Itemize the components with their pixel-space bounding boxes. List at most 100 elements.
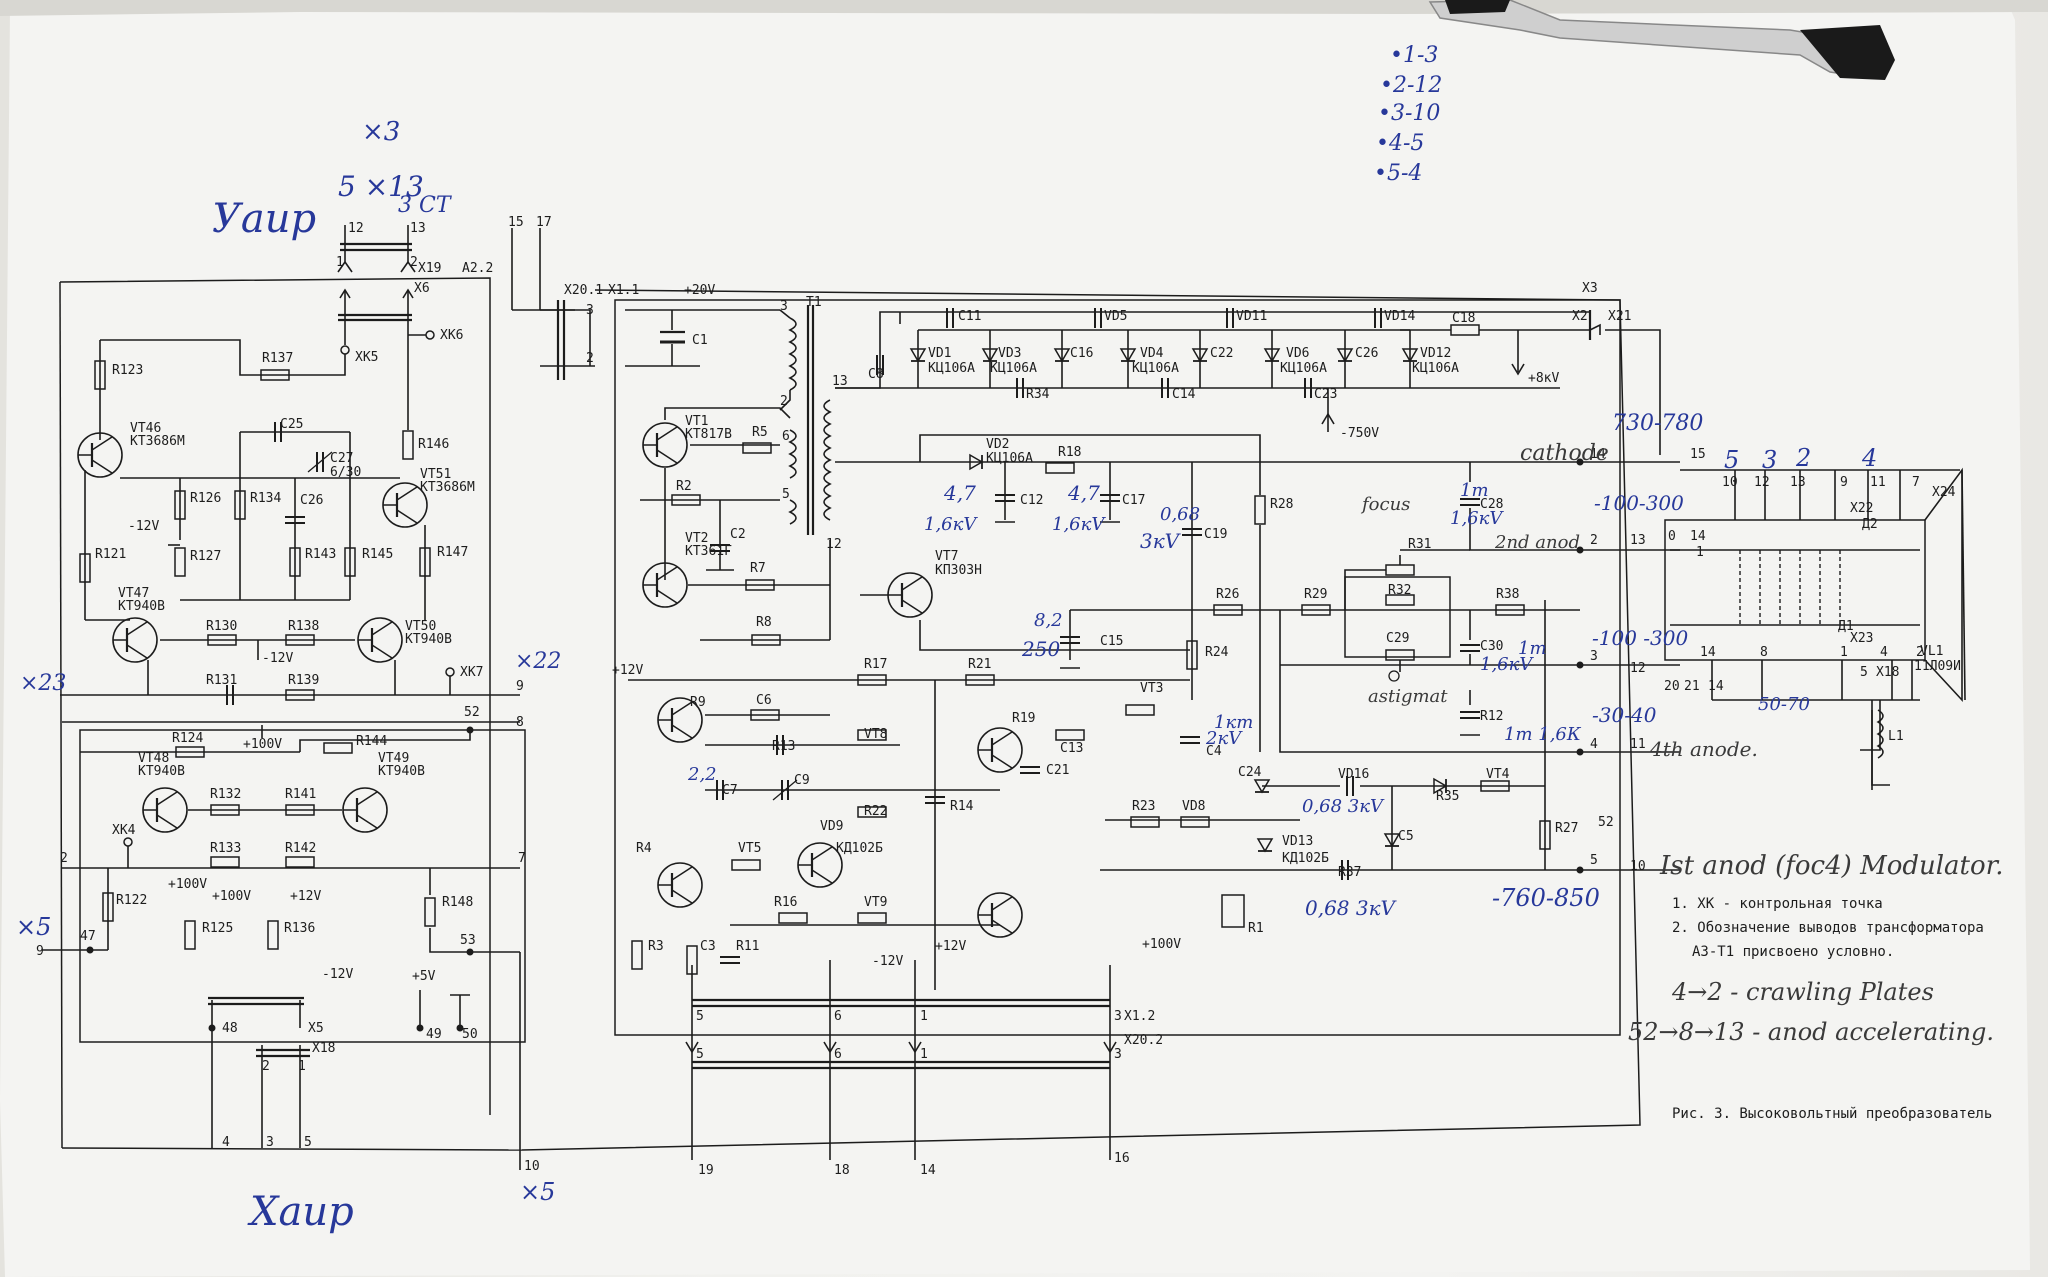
pin-left-48: 48 <box>222 1021 238 1036</box>
label-vd6: C22 <box>1210 346 1233 361</box>
label-r17: R21 <box>968 657 991 672</box>
label-x1-2: X1.2 <box>1124 1009 1155 1024</box>
label-r134: R134 <box>250 491 281 506</box>
pin-x20-15: 15 <box>508 215 524 230</box>
label-vt2: VT2 <box>685 531 708 546</box>
label-c23: C23 <box>1314 387 1337 402</box>
hw-focus: focus <box>1360 494 1410 515</box>
hw-map-3: •3-10 <box>1378 101 1440 126</box>
label-c28: C28 <box>1480 497 1503 512</box>
pin-x202-1: 1 <box>920 1047 928 1062</box>
label-xk6: XK6 <box>440 328 463 343</box>
label-r33: C29 <box>1386 631 1409 646</box>
label-vd2: VD2 <box>986 437 1009 452</box>
diode-row: VD1 КЦ106А VD3 КЦ106А C16 VD4 КЦ106А C22… <box>910 329 1459 388</box>
label-vd11: VD6 <box>1286 346 1309 361</box>
label-r11: R16 <box>774 895 797 910</box>
label-r121: R121 <box>95 547 126 562</box>
note-1: 1. XK - контрольная точка <box>1672 896 1883 912</box>
label-d2: Д2 <box>1862 517 1878 532</box>
label-c25: C25 <box>280 417 303 432</box>
pin-crt-misc-1: 1 <box>1696 545 1704 560</box>
label-r124: R124 <box>172 731 203 746</box>
label-r37: R27 <box>1555 821 1578 836</box>
hw-c19-val: 0,68 <box>1160 504 1200 525</box>
label-xk4: XK4 <box>112 823 136 838</box>
pin-a22-2: 2 <box>410 255 418 270</box>
label-vt2-type: КТ361Г <box>685 544 732 559</box>
pin-crt-misc-14: 14 <box>1708 679 1724 694</box>
hw-c19-v: 3кV <box>1140 529 1182 553</box>
label-r22: R23 <box>1132 799 1155 814</box>
label-x2: X2 <box>1572 309 1588 324</box>
hw-bottom-left-word: Хаир <box>247 1189 354 1235</box>
label-plus100-b: +100V <box>168 877 207 892</box>
label-d1: Д1 <box>1838 619 1854 634</box>
label-r123: R123 <box>112 363 143 378</box>
label-plus8kv: +8кV <box>1528 371 1559 386</box>
label-c19: C19 <box>1204 527 1227 542</box>
pin-x3-5: 5 <box>1590 853 1598 868</box>
hw-c5-val: 0,68 3кV <box>1305 896 1398 920</box>
hw-x23: ×23 <box>20 671 66 696</box>
hw-map-2: •2-12 <box>1380 73 1442 98</box>
label-vd3-type: КЦ106А <box>990 361 1037 376</box>
pin-x3-mid: 52 <box>1598 815 1614 830</box>
hw-c28-v: 1,6кV <box>1450 508 1504 529</box>
label-vd2-type: КЦ106А <box>986 451 1033 466</box>
label-c30: R12 <box>1480 709 1503 724</box>
label-vd5: VD4 <box>1140 346 1164 361</box>
pin-t1-13: 13 <box>832 374 848 389</box>
label-r145: R145 <box>362 547 393 562</box>
pin-crt-9: 9 <box>1840 475 1848 490</box>
pin-crt-13: 13 <box>1790 475 1806 490</box>
label-r34: C18 <box>1452 311 1475 326</box>
label-plus20: +20V <box>684 283 715 298</box>
hw-x5-left: ×5 <box>16 913 51 941</box>
label-r12: R17 <box>864 657 887 672</box>
label-r130: R130 <box>206 619 237 634</box>
pin-crtb-2: 2 <box>1916 645 1924 660</box>
label-c5: R37 <box>1338 865 1361 880</box>
label-vt1: VT1 <box>685 414 708 429</box>
label-c2: C2 <box>730 527 746 542</box>
pin-crt-7: 7 <box>1912 475 1920 490</box>
pin-a22-13: 13 <box>410 221 426 236</box>
label-c7: C9 <box>794 773 810 788</box>
hw-map-4: •4-5 <box>1376 131 1424 156</box>
hw-c17-v: 1,6кV <box>1052 514 1106 535</box>
label-vd13: C5 <box>1398 829 1414 844</box>
pin-x3-12: 12 <box>1630 661 1646 676</box>
label-vd14: VD12 <box>1420 346 1451 361</box>
label-x6: X6 <box>414 281 430 296</box>
hw-map-5: •5-4 <box>1374 161 1422 186</box>
label-vt5: VD9 <box>820 819 843 834</box>
label-x18-left: X18 <box>312 1041 335 1056</box>
pin-bottom-3: 3 <box>266 1135 274 1150</box>
hw-c29-val: 1m <box>1518 638 1547 659</box>
pin-crt-misc-20: 20 <box>1664 679 1680 694</box>
pin-bottom-5: 5 <box>304 1135 312 1150</box>
label-plus100-a: +100V <box>243 737 282 752</box>
hw-c30-val: 1m 1,6К <box>1504 724 1582 745</box>
label-r18: R18 <box>1058 445 1081 460</box>
label-plus12-main: +12V <box>612 663 643 678</box>
label-x24: X24 <box>1932 485 1956 500</box>
pin-bottom-19: 19 <box>698 1163 714 1178</box>
label-x1-1: X1.1 <box>608 283 639 298</box>
pin-crt-10: 10 <box>1722 475 1738 490</box>
hw-c12-val: 4,7 <box>943 481 976 505</box>
hw-plates: 4→2 - crawling Plates <box>1671 978 1934 1006</box>
hw-crt-2: 2 <box>1795 444 1811 472</box>
hw-x22: ×22 <box>515 649 561 674</box>
hw-cathode-v: 730-780 <box>1612 411 1703 436</box>
label-l1: L1 <box>1888 729 1904 744</box>
label-c26-main: VD14 <box>1384 309 1415 324</box>
pin-bottom-10: 10 <box>524 1159 540 1174</box>
label-c9: R14 <box>950 799 974 814</box>
label-minus12-b: -12V <box>262 651 293 666</box>
label-vd4: C16 <box>1070 346 1093 361</box>
label-r147: R147 <box>437 545 468 560</box>
label-r1: R3 <box>648 939 664 954</box>
